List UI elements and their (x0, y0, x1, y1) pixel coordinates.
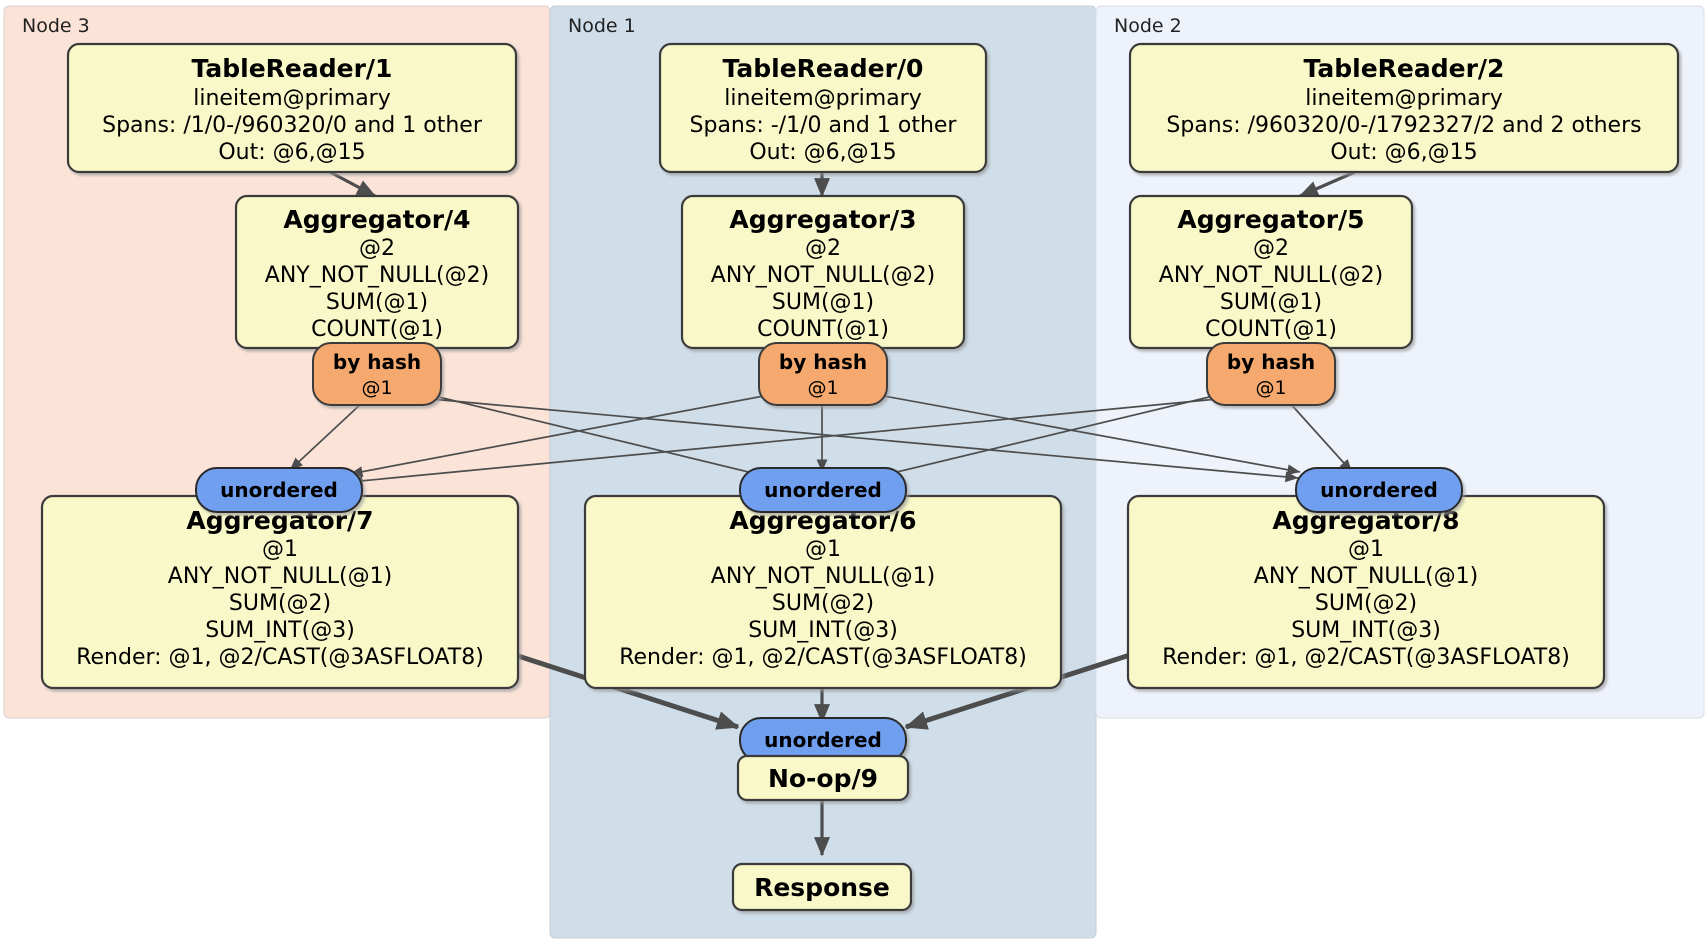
processor-aggregator-6[interactable]: Aggregator/6 @1 ANY_NOT_NULL(@1) SUM(@2)… (583, 494, 1063, 690)
processor-line: SUM(@1) (1220, 290, 1322, 315)
processor-title: Response (754, 873, 890, 902)
processor-line: COUNT(@1) (757, 317, 889, 342)
processor-title: Aggregator/4 (283, 205, 470, 234)
processor-line: Render: @1, @2/CAST(@3ASFLOAT8) (76, 645, 484, 670)
router-label: by hash (333, 350, 421, 374)
processor-line: lineitem@primary (1305, 86, 1503, 111)
synchronizer-label: unordered (764, 478, 882, 502)
edge-hashleft-syncright (419, 397, 1299, 483)
processor-title: Aggregator/5 (1177, 205, 1364, 234)
processor-line: @1 (1348, 537, 1384, 562)
edge-agg7-syncfinal (514, 652, 740, 730)
processor-line: SUM(@1) (772, 290, 874, 315)
router-label: by hash (1227, 350, 1315, 374)
processor-aggregator-8[interactable]: Aggregator/8 @1 ANY_NOT_NULL(@1) SUM(@2)… (1126, 494, 1606, 690)
edge-agg8-syncfinal (904, 652, 1131, 730)
processor-line: SUM_INT(@3) (205, 618, 355, 643)
processor-line: ANY_NOT_NULL(@1) (1254, 564, 1478, 589)
processor-line: COUNT(@1) (311, 317, 443, 342)
router-by-hash-center[interactable]: by hash @1 (758, 342, 888, 406)
processor-line: lineitem@primary (724, 86, 922, 111)
synchronizer-label: unordered (764, 728, 882, 752)
processor-response[interactable]: Response (731, 862, 913, 912)
processor-title: No-op/9 (768, 764, 878, 793)
router-sublabel: @1 (361, 377, 392, 399)
edge-tr2-agg5 (1298, 170, 1356, 198)
processor-line: @1 (805, 537, 841, 562)
processor-line: COUNT(@1) (1205, 317, 1337, 342)
synchronizer-label: unordered (220, 478, 338, 502)
processor-line: @2 (1253, 236, 1289, 261)
processor-line: SUM(@1) (326, 290, 428, 315)
synchronizer-unordered-right[interactable]: unordered (1295, 467, 1463, 513)
edge-hashright-synccenter (879, 391, 1231, 479)
processor-line: @2 (805, 236, 841, 261)
processor-line: ANY_NOT_NULL(@2) (1159, 263, 1383, 288)
node-panel-label-node1: Node 1 (568, 15, 636, 37)
edge-hashcenter-syncleft (349, 391, 786, 478)
processor-tablereader-1[interactable]: TableReader/1 lineitem@primary Spans: /1… (66, 42, 518, 174)
processor-line: Out: @6,@15 (1330, 140, 1477, 165)
processor-aggregator-7[interactable]: Aggregator/7 @1 ANY_NOT_NULL(@1) SUM(@2)… (40, 494, 520, 690)
processor-title: TableReader/1 (192, 54, 393, 83)
processor-line: ANY_NOT_NULL(@1) (168, 564, 392, 589)
processor-line: @1 (262, 537, 298, 562)
processor-title: TableReader/2 (1304, 54, 1505, 83)
processor-line: Spans: -/1/0 and 1 other (690, 113, 958, 138)
processor-line: Render: @1, @2/CAST(@3ASFLOAT8) (619, 645, 1027, 670)
edge-hashleft-synccenter (417, 391, 766, 479)
processor-line: ANY_NOT_NULL(@1) (711, 564, 935, 589)
processor-title: TableReader/0 (723, 54, 924, 83)
processor-line: SUM(@2) (1315, 591, 1417, 616)
router-sublabel: @1 (807, 377, 838, 399)
processor-line: ANY_NOT_NULL(@2) (265, 263, 489, 288)
processor-aggregator-4[interactable]: Aggregator/4 @2 ANY_NOT_NULL(@2) SUM(@1)… (234, 194, 520, 350)
processor-line: Out: @6,@15 (218, 140, 365, 165)
edges-shuffle (289, 387, 1353, 487)
processor-noop-9[interactable]: No-op/9 (736, 754, 910, 802)
processor-tablereader-0[interactable]: TableReader/0 lineitem@primary Spans: -/… (658, 42, 988, 174)
router-by-hash-right[interactable]: by hash @1 (1206, 342, 1336, 406)
processor-line: SUM_INT(@3) (748, 618, 898, 643)
node-panel-label-node2: Node 2 (1114, 15, 1182, 37)
processor-aggregator-3[interactable]: Aggregator/3 @2 ANY_NOT_NULL(@2) SUM(@1)… (680, 194, 966, 350)
edge-tr1-agg4 (329, 170, 377, 198)
processor-line: SUM(@2) (772, 591, 874, 616)
node-panel-label-node3: Node 3 (22, 15, 90, 37)
processor-line: Spans: /1/0-/960320/0 and 1 other (102, 113, 483, 138)
processor-line: lineitem@primary (193, 86, 391, 111)
synchronizer-unordered-center[interactable]: unordered (739, 467, 907, 513)
processor-line: SUM(@2) (229, 591, 331, 616)
processor-line: Spans: /960320/0-/1792327/2 and 2 others (1166, 113, 1641, 138)
processor-tablereader-2[interactable]: TableReader/2 lineitem@primary Spans: /9… (1128, 42, 1680, 174)
processor-line: Out: @6,@15 (749, 140, 896, 165)
processor-line: SUM_INT(@3) (1291, 618, 1441, 643)
router-sublabel: @1 (1255, 377, 1286, 399)
synchronizer-unordered-final[interactable]: unordered (739, 717, 907, 763)
edges-stage1 (329, 170, 1356, 198)
synchronizer-label: unordered (1320, 478, 1438, 502)
edge-hashright-syncleft (349, 397, 1229, 487)
processor-line: ANY_NOT_NULL(@2) (711, 263, 935, 288)
router-by-hash-left[interactable]: by hash @1 (312, 342, 442, 406)
processor-title: Aggregator/3 (729, 205, 916, 234)
processor-aggregator-5[interactable]: Aggregator/5 @2 ANY_NOT_NULL(@2) SUM(@1)… (1128, 194, 1414, 350)
synchronizer-unordered-left[interactable]: unordered (195, 467, 363, 513)
processor-line: Render: @1, @2/CAST(@3ASFLOAT8) (1162, 645, 1570, 670)
edge-hashcenter-syncright (861, 391, 1301, 476)
router-label: by hash (779, 350, 867, 374)
processor-line: @2 (359, 236, 395, 261)
